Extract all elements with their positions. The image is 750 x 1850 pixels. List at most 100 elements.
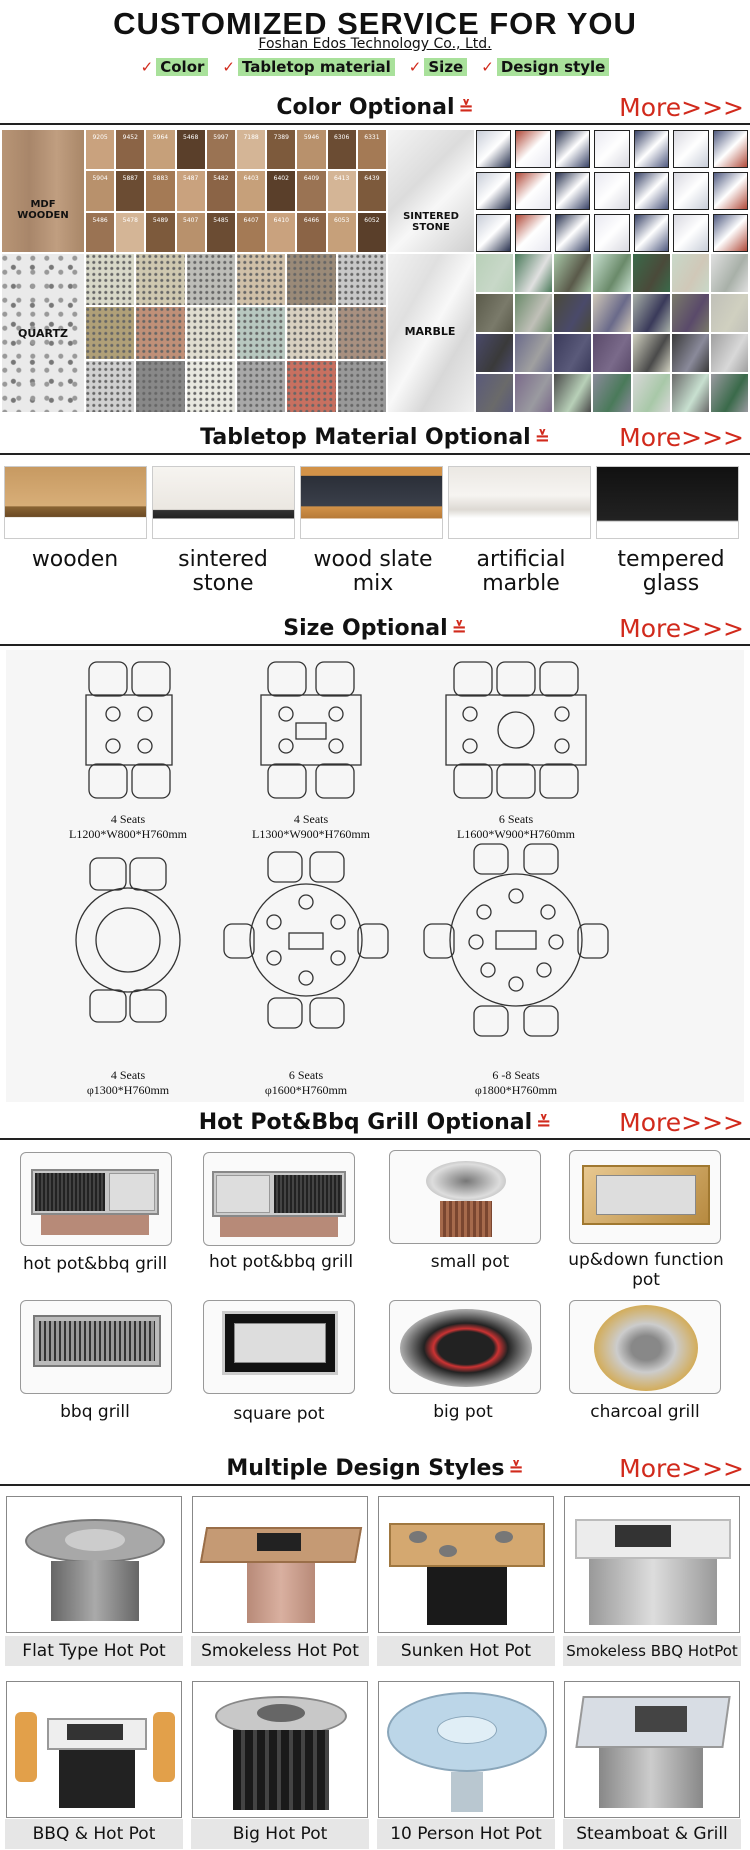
quartz-swatch: [136, 307, 185, 359]
sintered-swatch: [554, 130, 591, 168]
mdf-swatch: 5887: [116, 171, 145, 211]
sintered-swatch: [673, 130, 709, 168]
grill-label: hot pot&bbq grill: [208, 1252, 354, 1272]
design-image-smokeless: [192, 1496, 368, 1633]
mdf-swatch: 6306: [327, 130, 356, 170]
mdf-swatch: 6439: [357, 171, 386, 211]
more-link[interactable]: More>>>: [619, 1108, 744, 1137]
material-wooden-image: [4, 466, 147, 539]
sintered-swatch: [633, 214, 670, 252]
marble-swatch: [515, 254, 553, 292]
more-link[interactable]: More>>>: [619, 423, 744, 452]
grill-image-updown-pot: [569, 1150, 721, 1244]
chevron-down-icon: ≚: [451, 619, 467, 640]
material-label: sintered stone: [178, 547, 268, 596]
marble-swatch: [710, 254, 748, 292]
quartz-swatch: [287, 360, 336, 412]
mdf-swatch: 6466: [297, 212, 326, 252]
sintered-sample: [388, 130, 474, 252]
mdf-sample: [2, 130, 84, 252]
quartz-panel: QUARTZ: [2, 254, 386, 412]
material-label: artificial marble: [476, 547, 566, 596]
grill-label: small pot: [430, 1252, 510, 1272]
sintered-swatch: [476, 214, 512, 252]
table-diagram-8-round: [423, 843, 609, 1037]
mdf-swatch: 7389: [267, 130, 296, 170]
quartz-swatch: [337, 254, 386, 306]
quartz-swatch-grid: [86, 254, 386, 412]
marble-swatch: [671, 374, 709, 412]
design-image-sunken: [378, 1496, 554, 1633]
marble-swatch: [515, 294, 553, 332]
tag-color: ✓Color: [141, 58, 209, 76]
check-icon: ✓: [222, 58, 235, 76]
mdf-swatch: 5485: [206, 212, 235, 252]
section-title: Size Optional: [283, 616, 448, 641]
sintered-swatch: [633, 130, 670, 168]
material-label: wood slate mix: [313, 547, 433, 596]
design-label: Flat Type Hot Pot: [5, 1636, 183, 1666]
mdf-swatch: 5883: [146, 171, 175, 211]
mdf-swatch: 5486: [86, 212, 115, 252]
mdf-swatch: 5997: [206, 130, 235, 170]
grill-image-square-pot: [203, 1300, 355, 1394]
grill-label: square pot: [233, 1404, 325, 1424]
chevron-down-icon: ≚: [536, 1113, 552, 1134]
more-link[interactable]: More>>>: [619, 614, 744, 643]
quartz-swatch: [136, 360, 185, 412]
sintered-swatch: [633, 172, 670, 210]
material-woodslate-image: [300, 466, 443, 539]
section-header-grill: Hot Pot&Bbq Grill Optional≚ More>>>: [0, 1106, 750, 1140]
sintered-stone-panel: SINTERED STONE: [388, 130, 748, 252]
sintered-swatch-grid: [476, 130, 748, 252]
quartz-swatch: [86, 307, 135, 359]
check-icon: ✓: [408, 58, 422, 76]
grill-label: bbq grill: [60, 1402, 130, 1422]
sintered-swatch: [712, 172, 748, 210]
mdf-swatch: 5964: [146, 130, 175, 170]
marble-swatch: [632, 334, 670, 372]
material-label: tempered glass: [617, 547, 725, 596]
marble-panel: MARBLE: [388, 254, 748, 412]
sintered-swatch: [712, 130, 748, 168]
mdf-swatch: 5478: [116, 212, 145, 252]
marble-swatch: [476, 374, 514, 412]
design-label: 10 Person Hot Pot: [377, 1819, 555, 1849]
marble-swatch: [476, 334, 514, 372]
quartz-swatch: [86, 254, 135, 306]
more-link[interactable]: More>>>: [619, 1454, 744, 1483]
mdf-swatch: 6402: [267, 171, 296, 211]
marble-swatch: [476, 294, 514, 332]
grill-image-hotpot-bbq-1: [20, 1152, 172, 1246]
quartz-swatch: [86, 360, 135, 412]
quartz-swatch: [287, 307, 336, 359]
table-diagram-4-rect-large: [260, 661, 362, 799]
design-image-big-hotpot: [192, 1681, 368, 1818]
design-image-10-person: [378, 1681, 554, 1818]
material-label: wooden: [31, 547, 119, 572]
mdf-swatch: 5489: [146, 212, 175, 252]
sintered-swatch: [594, 130, 630, 168]
section-title: Multiple Design Styles: [226, 1456, 505, 1481]
table-diagram-6-round: [223, 851, 389, 1029]
marble-swatch: [554, 294, 592, 332]
mdf-swatch: 7188: [237, 130, 266, 170]
design-image-smokeless-bbq: [564, 1496, 740, 1633]
quartz-swatch: [186, 307, 235, 359]
quartz-label: QUARTZ: [18, 327, 68, 340]
more-link[interactable]: More>>>: [619, 93, 744, 122]
marble-label: MARBLE: [404, 325, 456, 338]
marble-swatch: [710, 374, 748, 412]
material-glass-image: [596, 466, 739, 539]
table-diagram-4-rect-small: [85, 661, 173, 799]
material-sintered-image: [152, 466, 295, 539]
grill-label: charcoal grill: [590, 1402, 700, 1422]
mdf-swatch: 5904: [86, 171, 115, 211]
section-header-size: Size Optional≚ More>>>: [0, 612, 750, 646]
grill-label: hot pot&bbq grill: [22, 1254, 168, 1274]
